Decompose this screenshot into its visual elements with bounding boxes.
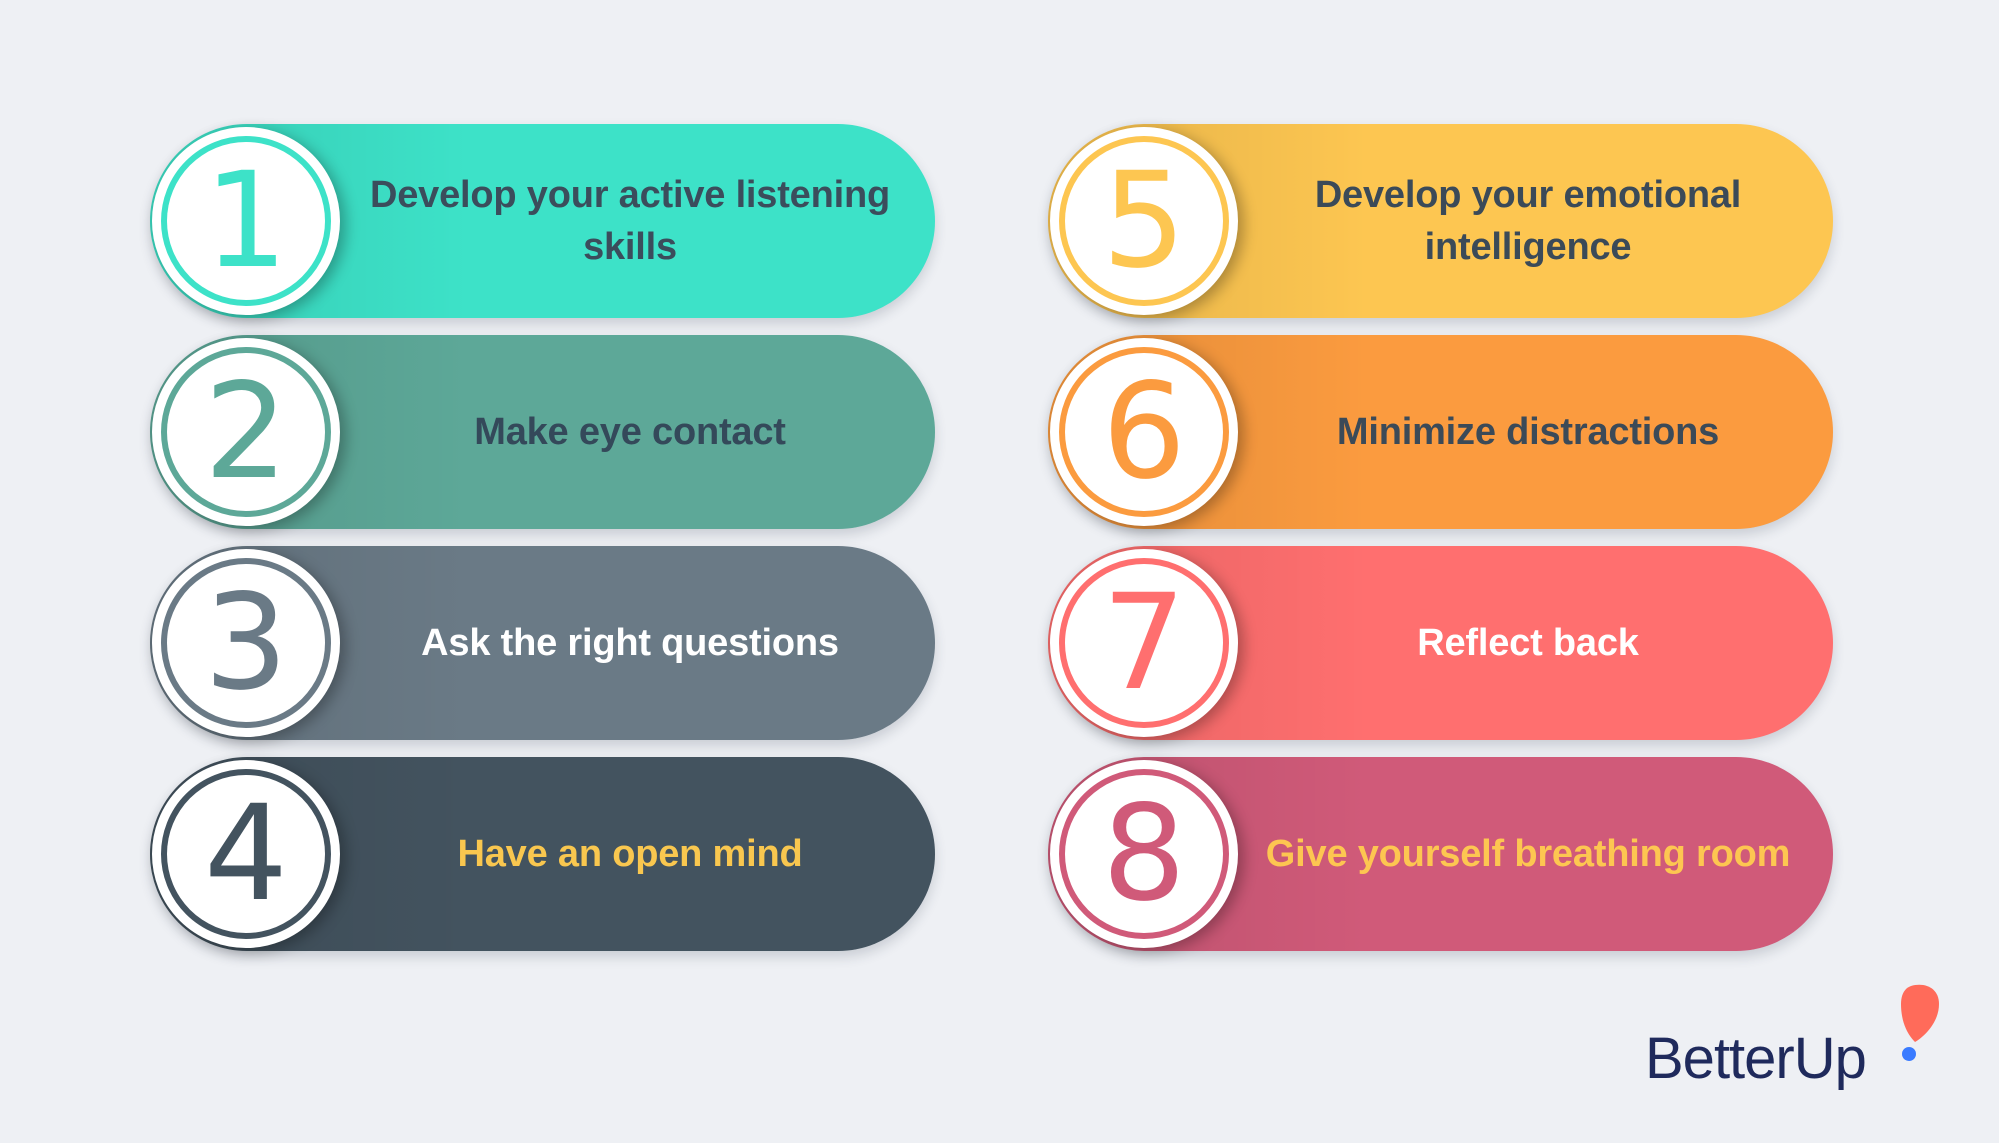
tip-text: Have an open mind — [457, 832, 803, 875]
tip-item-4: 4 Have an open mind — [150, 757, 935, 951]
tip-number: 4 — [167, 775, 325, 933]
tip-text: Develop your emotional intelligence — [1314, 173, 1742, 268]
tip-number: 1 — [167, 142, 325, 300]
tip-text: Ask the right questions — [421, 621, 839, 664]
brand-logo-text: BetterUp — [1645, 1026, 1867, 1091]
tip-text: Give yourself breathing room — [1265, 832, 1791, 875]
tip-number: 3 — [167, 564, 325, 722]
tip-item-6: 6 Minimize distractions — [1048, 335, 1833, 529]
number-badge: 8 — [1050, 760, 1238, 948]
list-column-left: 1 Develop your active listening skills 2… — [150, 124, 935, 968]
tip-text: Make eye contact — [474, 410, 786, 453]
number-badge: 7 — [1050, 549, 1238, 737]
number-badge: 6 — [1050, 338, 1238, 526]
tip-item-2: 2 Make eye contact — [150, 335, 935, 529]
tip-number: 8 — [1065, 775, 1223, 933]
list-column-right: 5 Develop your emotional intelligence 6 … — [1048, 124, 1833, 968]
tip-item-5: 5 Develop your emotional intelligence — [1048, 124, 1833, 318]
number-badge: 4 — [152, 760, 340, 948]
tip-item-1: 1 Develop your active listening skills — [150, 124, 935, 318]
tip-number: 7 — [1065, 564, 1223, 722]
brand-mark-icon — [1901, 984, 1939, 1061]
tip-number: 6 — [1065, 353, 1223, 511]
number-badge: 2 — [152, 338, 340, 526]
number-badge: 5 — [1050, 127, 1238, 315]
tip-item-8: 8 Give yourself breathing room — [1048, 757, 1833, 951]
tip-text: Minimize distractions — [1336, 410, 1720, 453]
tip-item-7: 7 Reflect back — [1048, 546, 1833, 740]
number-badge: 1 — [152, 127, 340, 315]
tip-number: 5 — [1065, 142, 1223, 300]
tip-item-3: 3 Ask the right questions — [150, 546, 935, 740]
tip-number: 2 — [167, 353, 325, 511]
tip-text: Develop your active listening skills — [369, 173, 891, 268]
tip-text: Reflect back — [1417, 621, 1639, 664]
number-badge: 3 — [152, 549, 340, 737]
